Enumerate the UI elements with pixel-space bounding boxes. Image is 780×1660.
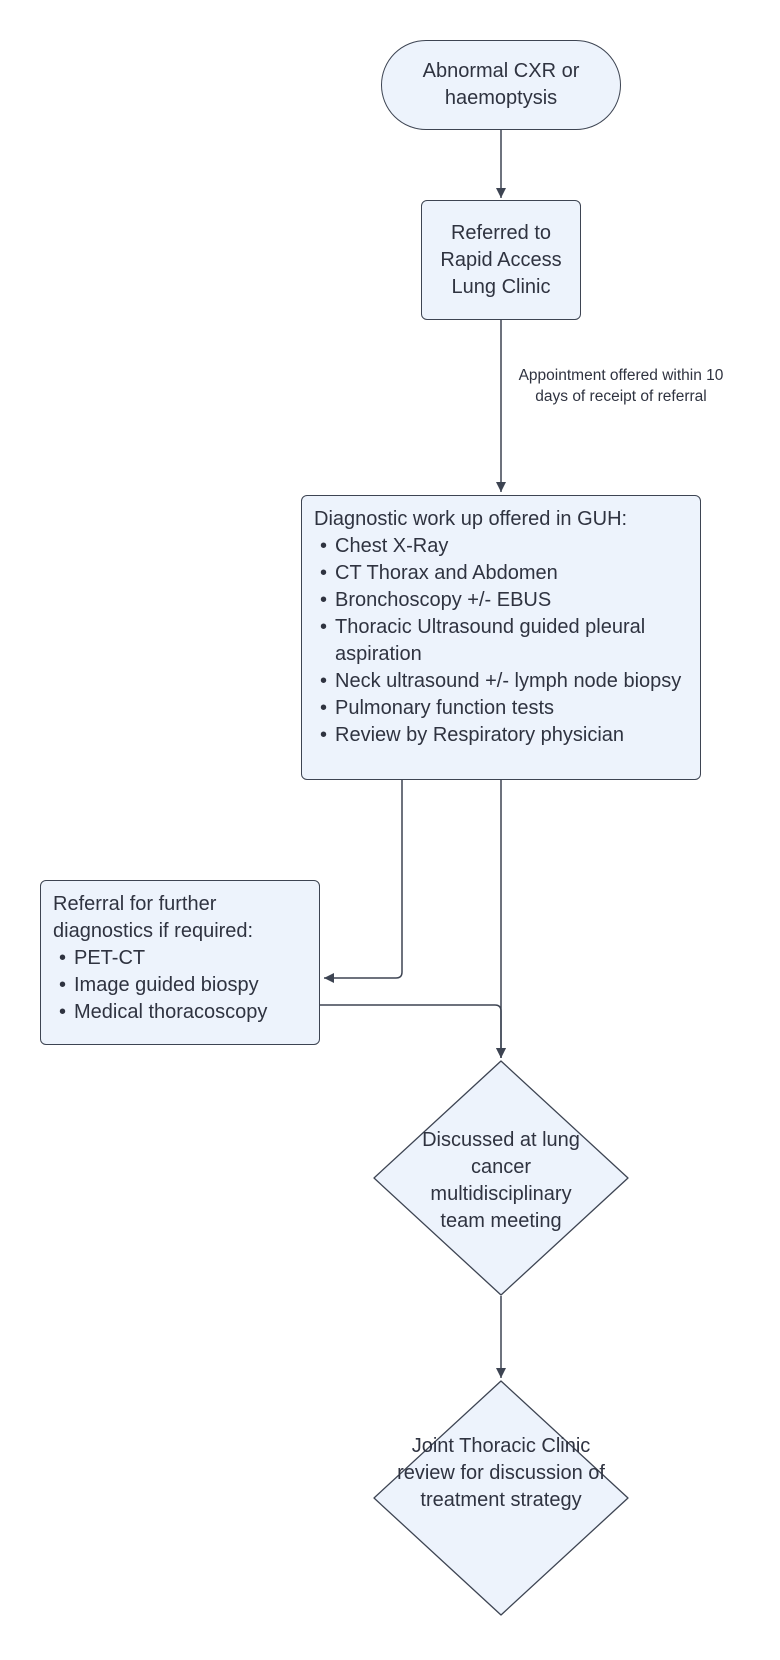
- start-node: Abnormal CXR or haemoptysis: [381, 40, 621, 130]
- diagnostic-item: CT Thorax and Abdomen: [320, 560, 688, 587]
- diagnostic-item: Thoracic Ultrasound guided pleural aspir…: [320, 614, 688, 668]
- diagnostic-item: Review by Respiratory physician: [320, 722, 688, 749]
- diagnostic-list: Chest X-Ray CT Thorax and Abdomen Bronch…: [314, 533, 688, 749]
- mdt-node-label: Discussed at lung cancer multidisciplina…: [422, 1129, 580, 1232]
- further-diagnostics-node: Referral for further diagnostics if requ…: [40, 880, 320, 1045]
- joint-clinic-diamond: [373, 1380, 629, 1616]
- further-diagnostics-title: Referral for further diagnostics if requ…: [53, 893, 254, 942]
- diagnostic-item: Pulmonary function tests: [320, 695, 688, 722]
- further-diagnostics-item: Image guided biospy: [59, 972, 307, 999]
- start-node-label: Abnormal CXR or haemoptysis: [422, 60, 580, 109]
- further-diagnostics-item: PET-CT: [59, 945, 307, 972]
- arrow-diagnostic-to-further: [324, 780, 403, 983]
- further-diagnostics-item: Medical thoracoscopy: [59, 999, 307, 1026]
- diagnostic-title: Diagnostic work up offered in GUH:: [314, 508, 628, 530]
- diagnostic-item: Neck ultrasound +/- lymph node biopsy: [320, 668, 688, 695]
- arrow-further-to-mdt: [320, 1004, 506, 1058]
- joint-clinic-node-label: Joint Thoracic Clinic review for discuss…: [397, 1435, 605, 1511]
- diagnostic-item: Chest X-Ray: [320, 533, 688, 560]
- diagnostic-node: Diagnostic work up offered in GUH: Chest…: [301, 495, 701, 780]
- diagnostic-item: Bronchoscopy +/- EBUS: [320, 587, 688, 614]
- appointment-edge-label: Appointment offered within 10 days of re…: [518, 367, 724, 405]
- referred-node-label: Referred to Rapid Access Lung Clinic: [440, 221, 562, 298]
- further-diagnostics-list: PET-CT Image guided biospy Medical thora…: [53, 945, 307, 1026]
- mdt-decision-diamond: [373, 1060, 629, 1296]
- referred-node: Referred to Rapid Access Lung Clinic: [421, 200, 581, 320]
